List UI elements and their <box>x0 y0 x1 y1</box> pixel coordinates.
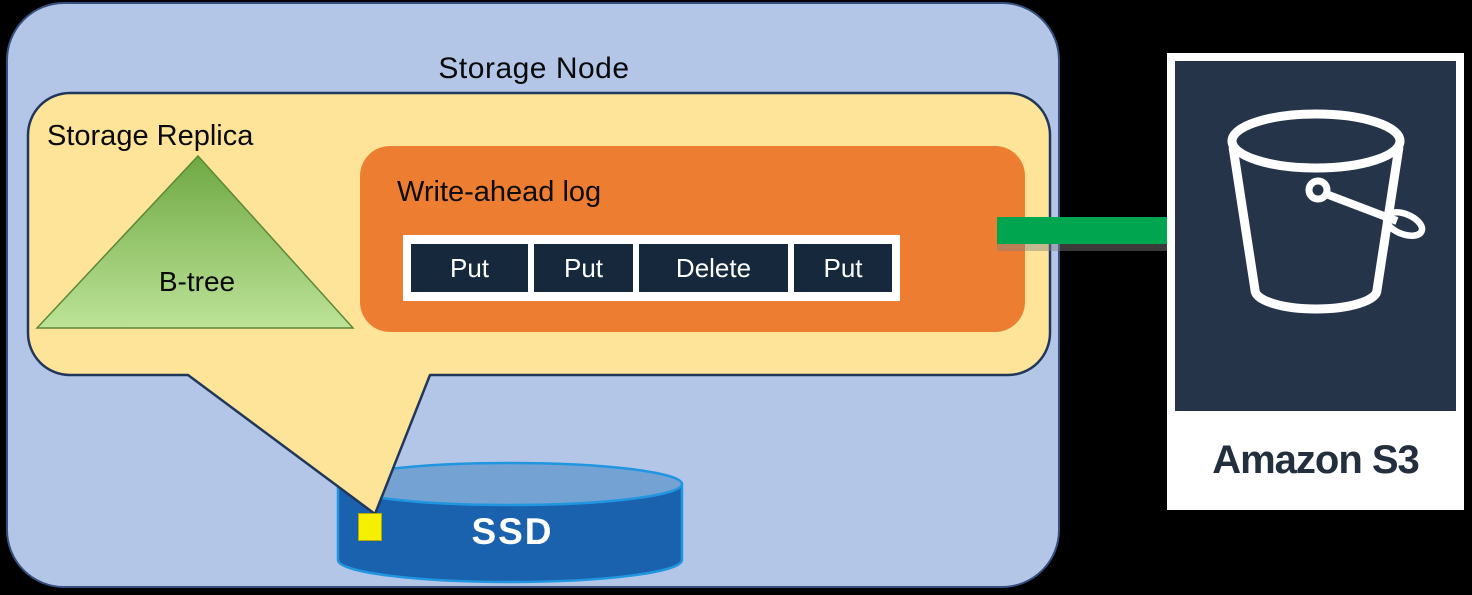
write-ahead-log-strip: Put Put Delete Put <box>403 235 900 301</box>
amazon-s3-label: Amazon S3 <box>1212 438 1420 482</box>
wal-entry: Put <box>534 244 633 292</box>
storage-node-title: Storage Node <box>438 52 630 85</box>
wal-entry: Put <box>411 244 528 292</box>
amazon-s3-icon-square <box>1175 61 1456 411</box>
wal-entry: Put <box>794 244 892 292</box>
write-ahead-log-title: Write-ahead log <box>397 176 602 208</box>
storage-replica-label: Storage Replica <box>47 120 254 152</box>
write-ahead-log-box: Write-ahead log Put Put Delete Put <box>360 146 1025 332</box>
btree-label: B-tree <box>158 266 236 297</box>
ssd-label: SSD <box>471 511 554 552</box>
btree-triangle-icon <box>35 154 355 329</box>
s3-bucket-icon <box>1227 109 1426 314</box>
ssd-flush-marker <box>358 513 382 541</box>
ssd-cylinder-icon <box>336 461 684 584</box>
wal-entry: Delete <box>639 244 788 292</box>
amazon-s3-card: Amazon S3 <box>1167 53 1464 510</box>
